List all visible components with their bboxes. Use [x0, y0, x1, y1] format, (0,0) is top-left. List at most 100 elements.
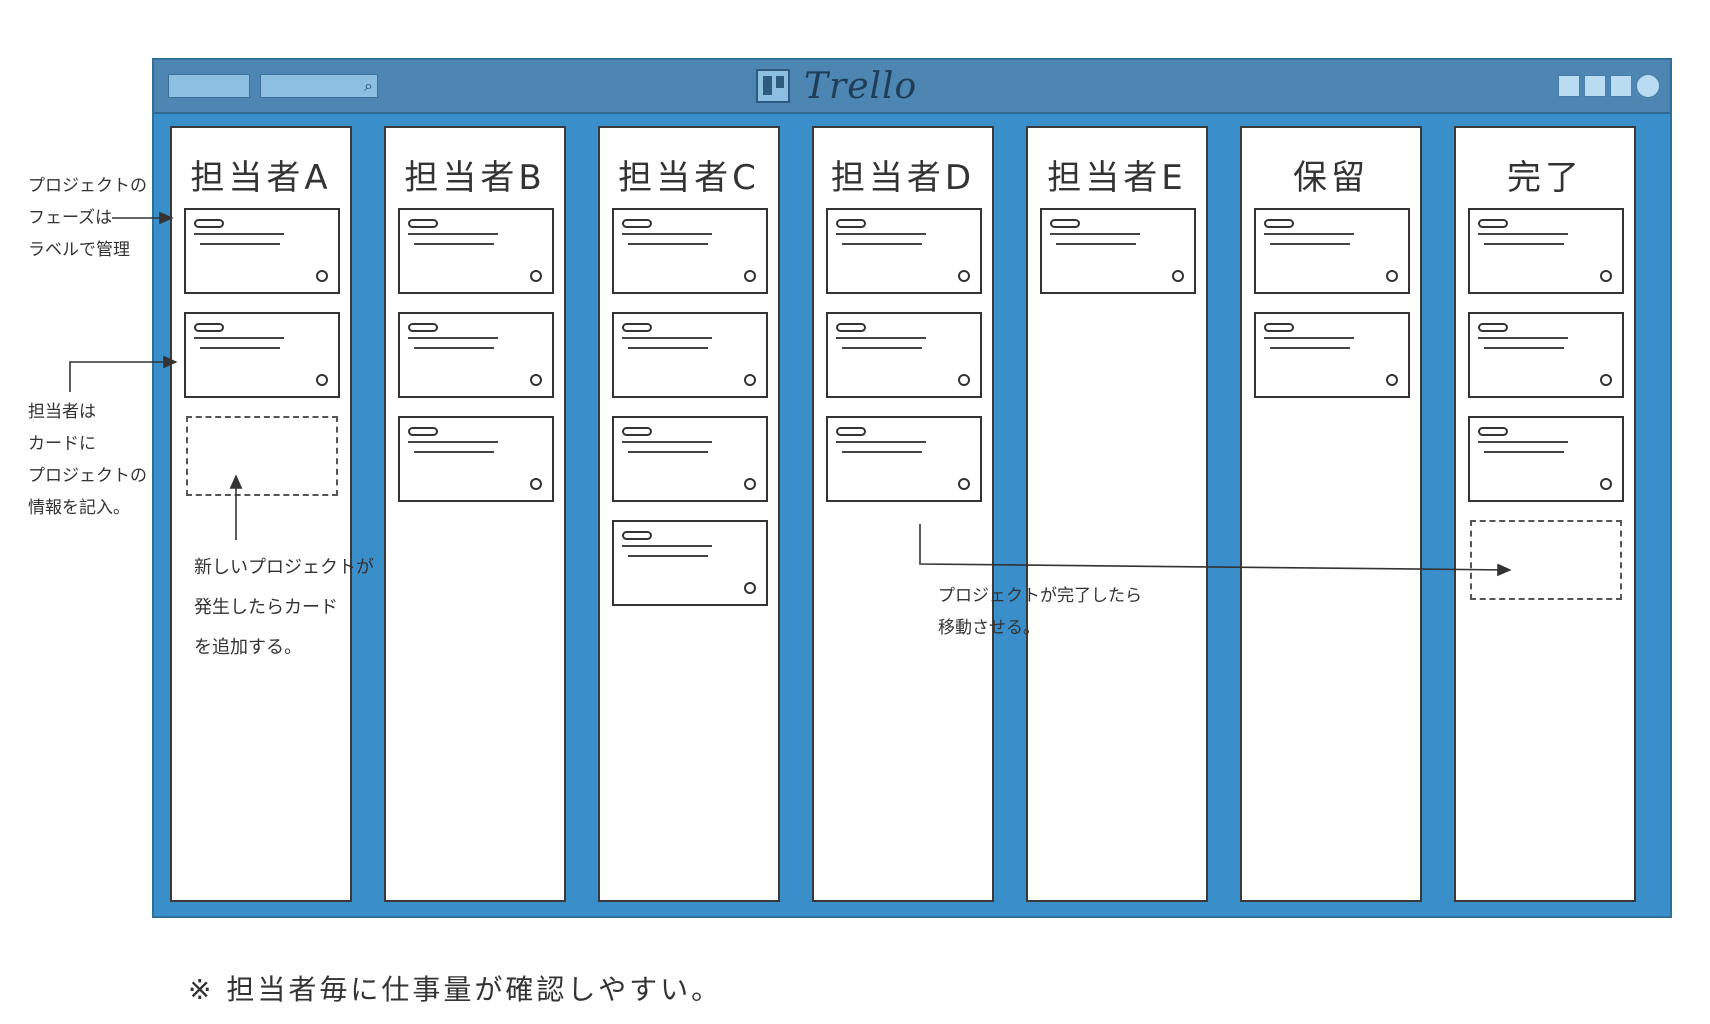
card-text-line [414, 347, 494, 349]
circle-icon [1600, 374, 1612, 386]
list-7[interactable]: 完了 [1454, 126, 1636, 902]
card-text-line [628, 243, 708, 245]
card[interactable] [184, 208, 340, 294]
list-title[interactable]: 担当者B [404, 158, 546, 198]
card-text-line [200, 243, 280, 245]
add-card-placeholder[interactable] [1470, 520, 1622, 600]
card-text-line [408, 337, 498, 339]
card[interactable] [612, 312, 768, 398]
note-phase-label: プロジェクトの フェーズは ラベルで管理 [28, 176, 147, 260]
card-label [1264, 323, 1294, 332]
card-text-line [628, 555, 708, 557]
card[interactable] [826, 312, 982, 398]
card[interactable] [1468, 416, 1624, 502]
card-text-line [842, 243, 922, 245]
list-1[interactable]: 担当者A [170, 126, 352, 902]
card-text-line [836, 441, 926, 443]
card-text-line [194, 337, 284, 339]
card-text-line [622, 545, 712, 547]
card-label [622, 427, 652, 436]
footnote: ※ 担当者毎に仕事量が確認しやすい。 [188, 973, 723, 1006]
list-title[interactable]: 担当者E [1047, 158, 1187, 198]
card[interactable] [612, 520, 768, 606]
card-label [408, 323, 438, 332]
card-label [1478, 427, 1508, 436]
list-title[interactable]: 完了 [1507, 158, 1583, 198]
card-label [836, 323, 866, 332]
circle-icon [1386, 270, 1398, 282]
logo[interactable]: Trello [756, 66, 917, 107]
note-card-info: 担当者は カードに プロジェクトの 情報を記入。 [28, 402, 147, 518]
circle-icon [316, 374, 328, 386]
card-text-line [1478, 337, 1568, 339]
trello-window: ⌕ Trello 担当者A 担当者B 担当者C 担当者D 担当者E 保留 完了 [152, 58, 1672, 918]
circle-icon [958, 270, 970, 282]
circle-icon [316, 270, 328, 282]
list-title[interactable]: 保留 [1293, 158, 1369, 198]
list-3[interactable]: 担当者C [598, 126, 780, 902]
list-5[interactable]: 担当者E [1026, 126, 1208, 902]
card-text-line [1484, 451, 1564, 453]
card[interactable] [1468, 312, 1624, 398]
card[interactable] [1254, 312, 1410, 398]
circle-icon [1386, 374, 1398, 386]
add-button[interactable] [1558, 75, 1580, 97]
card-text-line [1050, 233, 1140, 235]
card[interactable] [398, 416, 554, 502]
card[interactable] [1040, 208, 1196, 294]
card-text-line [1264, 337, 1354, 339]
card[interactable] [1468, 208, 1624, 294]
list-title[interactable]: 担当者D [830, 158, 976, 198]
card-label [1478, 219, 1508, 228]
trello-logo-icon [756, 69, 790, 103]
card-text-line [622, 233, 712, 235]
card[interactable] [398, 312, 554, 398]
card[interactable] [1254, 208, 1410, 294]
card[interactable] [612, 416, 768, 502]
avatar[interactable] [1636, 74, 1660, 98]
card-text-line [194, 233, 284, 235]
card-text-line [1264, 233, 1354, 235]
circle-icon [530, 374, 542, 386]
card-label [836, 219, 866, 228]
notifications-button[interactable] [1610, 75, 1632, 97]
info-button[interactable] [1584, 75, 1606, 97]
card-label [622, 323, 652, 332]
list-2[interactable]: 担当者B [384, 126, 566, 902]
card-label [836, 427, 866, 436]
search-icon: ⌕ [364, 76, 373, 95]
add-card-placeholder[interactable] [186, 416, 338, 496]
list-title[interactable]: 担当者C [618, 158, 760, 198]
circle-icon [744, 478, 756, 490]
list-4[interactable]: 担当者D [812, 126, 994, 902]
card-text-line [414, 451, 494, 453]
circle-icon [1600, 478, 1612, 490]
card-text-line [836, 337, 926, 339]
card[interactable] [184, 312, 340, 398]
window-controls [1558, 74, 1660, 98]
card-label [408, 427, 438, 436]
card-text-line [628, 347, 708, 349]
card-label [1478, 323, 1508, 332]
list-6[interactable]: 保留 [1240, 126, 1422, 902]
circle-icon [958, 374, 970, 386]
card[interactable] [612, 208, 768, 294]
card-text-line [1484, 243, 1564, 245]
card[interactable] [398, 208, 554, 294]
card-text-line [628, 451, 708, 453]
circle-icon [1600, 270, 1612, 282]
note-new-project: 新しいプロジェクトが 発生したらカード を追加する。 [194, 557, 374, 658]
list-title[interactable]: 担当者A [190, 158, 332, 198]
search-input[interactable]: ⌕ [260, 74, 378, 98]
card-text-line [622, 441, 712, 443]
card-label [622, 531, 652, 540]
card-text-line [836, 233, 926, 235]
circle-icon [744, 582, 756, 594]
note-move-done: プロジェクトが完了したら 移動させる。 [938, 586, 1142, 638]
card[interactable] [826, 208, 982, 294]
circle-icon [744, 374, 756, 386]
card-text-line [1478, 233, 1568, 235]
card[interactable] [826, 416, 982, 502]
boards-button[interactable] [168, 74, 250, 98]
card-text-line [1484, 347, 1564, 349]
